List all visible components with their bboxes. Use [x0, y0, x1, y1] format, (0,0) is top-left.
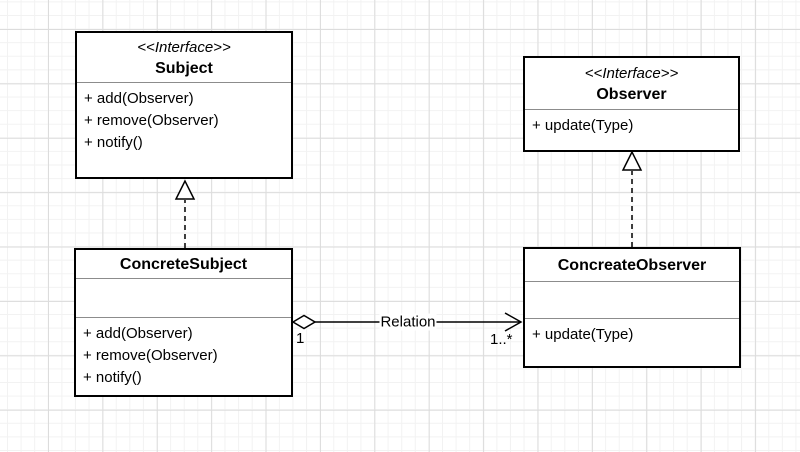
- methods-compartment: + add(Observer) + remove(Observer) + notif…: [76, 317, 291, 395]
- methods-compartment: + add(Observer) + remove(Observer) + notif…: [77, 82, 291, 177]
- target-multiplicity-label: 1..*: [490, 331, 513, 348]
- realization-edge-concrete-subject-to-subject[interactable]: [174, 179, 196, 248]
- fields-compartment: [76, 278, 291, 317]
- class-box-concreate-observer[interactable]: ConcreateObserver + update(Type): [523, 247, 741, 368]
- hollow-triangle-arrow-icon: [174, 179, 196, 200]
- stereotype-label: <<Interface>>: [584, 64, 679, 82]
- class-title: <<Interface>> Subject: [77, 33, 291, 82]
- method-item: + update(Type): [532, 117, 634, 134]
- realization-edge-concreate-observer-to-observer[interactable]: [621, 150, 643, 247]
- method-item: + remove(Observer): [84, 112, 219, 129]
- method-item: + update(Type): [532, 326, 634, 343]
- method-item: + add(Observer): [83, 325, 193, 342]
- method-item: + notify(): [84, 134, 143, 151]
- open-arrow-icon: [504, 312, 523, 332]
- hollow-triangle-arrow-icon: [621, 150, 643, 171]
- class-name: Subject: [155, 59, 213, 77]
- class-name: ConcreteSubject: [119, 255, 248, 273]
- fields-compartment: [525, 281, 739, 318]
- class-title: <<Interface>> Observer: [525, 58, 738, 109]
- class-name: ConcreateObserver: [557, 256, 707, 274]
- method-item: + remove(Observer): [83, 347, 218, 364]
- class-box-concrete-subject[interactable]: ConcreteSubject + add(Observer) + remove(…: [74, 248, 293, 397]
- aggregation-diamond-icon: [291, 314, 317, 330]
- relation-edge-label[interactable]: Relation: [379, 313, 437, 331]
- class-box-subject[interactable]: <<Interface>> Subject + add(Observer) + r…: [75, 31, 293, 179]
- source-multiplicity-label: 1: [296, 330, 305, 347]
- methods-compartment: + update(Type): [525, 109, 738, 150]
- method-item: + add(Observer): [84, 90, 194, 107]
- class-title: ConcreteSubject: [76, 250, 291, 278]
- stereotype-label: <<Interface>>: [137, 38, 231, 56]
- class-box-observer[interactable]: <<Interface>> Observer + update(Type): [523, 56, 740, 152]
- class-name: Observer: [596, 85, 667, 103]
- method-item: + notify(): [83, 369, 142, 386]
- class-title: ConcreateObserver: [525, 249, 739, 281]
- methods-compartment: + update(Type): [525, 318, 739, 366]
